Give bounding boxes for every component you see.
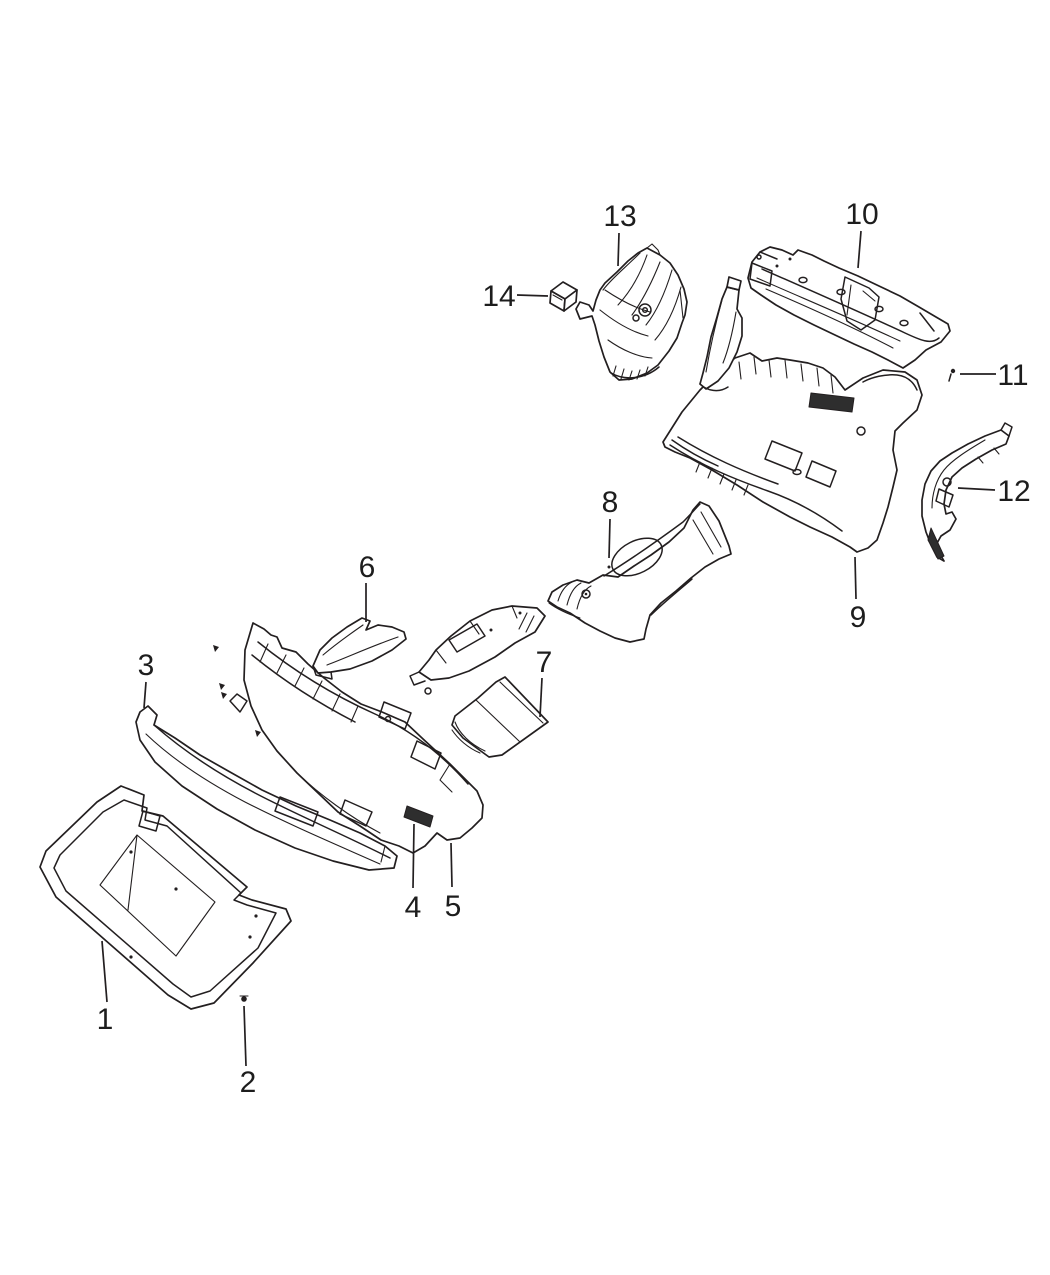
callout-4: 4	[405, 823, 422, 924]
callout-13: 13	[603, 200, 637, 267]
part-7-drawing	[451, 676, 549, 758]
callout-6: 6	[359, 551, 376, 622]
part-8-drawing	[547, 501, 732, 643]
callout-5: 5	[445, 842, 462, 923]
part-10-drawing	[747, 246, 951, 369]
callout-3: 3	[138, 649, 155, 709]
callout-3-number: 3	[138, 649, 155, 682]
callout-12-leader	[957, 487, 996, 491]
part-9-drawing	[662, 276, 923, 553]
callout-6-number: 6	[359, 551, 376, 584]
part-1-drawing	[39, 785, 292, 1010]
callout-8-number: 8	[602, 486, 619, 519]
part-6-drawing	[312, 617, 407, 680]
callout-7-leader	[539, 677, 543, 718]
callout-2-leader	[243, 1005, 247, 1067]
callout-9: 9	[850, 556, 867, 634]
callout-1-leader	[101, 940, 108, 1003]
callout-10-leader	[857, 230, 862, 269]
callout-4-number: 4	[405, 891, 422, 924]
callout-8-leader	[608, 518, 611, 559]
callout-14: 14	[482, 280, 549, 313]
fastener-2-drawing	[239, 995, 249, 1002]
callout-8: 8	[602, 486, 619, 559]
callout-4-leader	[412, 823, 415, 889]
callout-5-number: 5	[445, 890, 462, 923]
callout-2: 2	[240, 1005, 257, 1099]
callout-13-number: 13	[603, 200, 636, 233]
part-13-drawing	[575, 243, 688, 381]
callout-1-number: 1	[97, 1003, 114, 1036]
callout-12-number: 12	[997, 475, 1030, 508]
part-14-drawing	[549, 281, 578, 312]
callout-7-number: 7	[536, 646, 553, 679]
callout-12: 12	[957, 475, 1031, 508]
callout-13-leader	[617, 232, 620, 267]
callouts: 1 2 3 4 5 6 7 8	[97, 198, 1031, 1099]
callout-11: 11	[960, 359, 1029, 392]
callout-9-leader	[854, 556, 857, 600]
callout-1: 1	[97, 940, 114, 1036]
callout-10: 10	[845, 198, 879, 269]
fastener-11-drawing	[948, 368, 956, 382]
callout-2-number: 2	[240, 1066, 257, 1099]
callout-14-leader	[516, 294, 549, 297]
callout-7: 7	[536, 646, 553, 718]
callout-11-number: 11	[997, 359, 1028, 392]
callout-5-leader	[450, 842, 453, 888]
part-3-drawing	[135, 705, 398, 871]
callout-14-number: 14	[482, 280, 515, 313]
dash-silencer-assembly-drawing	[213, 605, 546, 854]
diagram-art: 1 2 3 4 5 6 7 8	[39, 198, 1031, 1099]
callout-10-number: 10	[845, 198, 878, 231]
callout-3-leader	[143, 681, 147, 709]
callout-9-number: 9	[850, 601, 867, 634]
part-12-drawing	[921, 422, 1013, 562]
